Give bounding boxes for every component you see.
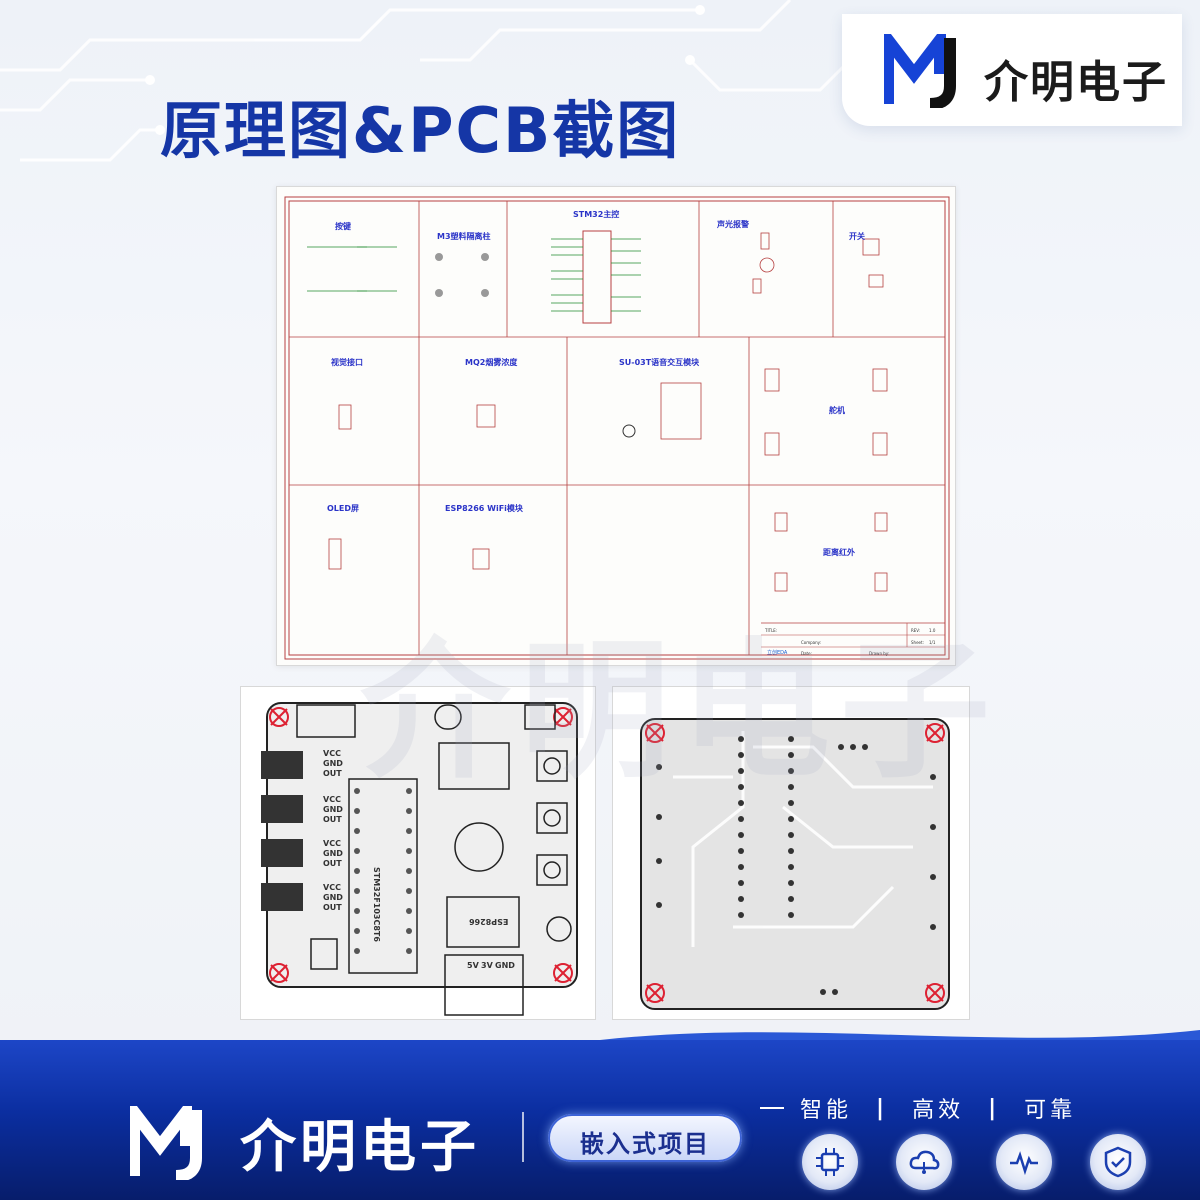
shield-check-icon — [1090, 1134, 1146, 1190]
section-label: SU-03T语音交互模块 — [619, 358, 700, 367]
mj-logo-icon — [884, 34, 956, 108]
pcb-bottom-layer-image — [612, 686, 970, 1020]
section-label: 舵机 — [829, 406, 845, 415]
section-label: ESP8266 WiFi模块 — [445, 504, 523, 513]
section-label: 按键 — [335, 222, 351, 231]
tagline-item: 智能 — [800, 1098, 853, 1123]
section-label: MQ2烟雾浓度 — [465, 358, 518, 367]
embedded-project-badge: 嵌入式项目 — [548, 1114, 742, 1162]
svg-text:REV:: REV: — [911, 628, 920, 633]
pin-label: OUT — [323, 769, 342, 778]
power-label: 5V — [467, 961, 479, 970]
pin-label: GND — [323, 893, 343, 902]
tagline-item: 高效 — [912, 1098, 965, 1123]
mcu-label: STM32F103C8T6 — [372, 867, 381, 942]
pulse-icon — [996, 1134, 1052, 1190]
circuit-decoration — [0, 0, 852, 162]
pin-label: VCC — [323, 749, 341, 758]
pin-label: GND — [323, 759, 343, 768]
chip-icon — [802, 1134, 858, 1190]
schematic-image: TITLE: Company: Date: Drawn by: REV: 1.0… — [276, 186, 956, 666]
power-label: 3V — [481, 961, 493, 970]
title-block-title: TITLE: — [764, 628, 777, 633]
footer-brand-name: 介明电子 — [240, 1115, 480, 1180]
svg-text:1/1: 1/1 — [929, 640, 936, 645]
pin-label: GND — [323, 805, 343, 814]
section-label: STM32主控 — [573, 210, 620, 219]
section-label: OLED屏 — [327, 504, 360, 513]
footer-banner: 介明电子 嵌入式项目 智能 | 高效 | 可靠 — [0, 1040, 1200, 1200]
tagline-item: 可靠 — [1024, 1098, 1077, 1123]
svg-text:Date:: Date: — [801, 651, 812, 656]
brand-name: 介明电子 — [984, 57, 1168, 108]
pin-label: VCC — [323, 883, 341, 892]
pin-label: OUT — [323, 815, 342, 824]
section-label: 距离红外 — [823, 548, 855, 557]
brand-logo-header: 介明电子 — [842, 14, 1182, 126]
section-label: M3塑料隔离柱 — [437, 232, 491, 241]
pcb-top-layer-image: VCC GND OUT VCC GND OUT VCC GND OUT VCC … — [240, 686, 596, 1020]
pin-label: VCC — [323, 795, 341, 804]
pin-label: OUT — [323, 903, 342, 912]
footer-divider — [522, 1112, 524, 1162]
svg-text:立创EDA: 立创EDA — [767, 649, 788, 656]
section-label: 声光报警 — [717, 220, 749, 229]
pin-label: VCC — [323, 839, 341, 848]
power-label: GND — [495, 961, 515, 970]
wifi-module-label: ESP8266 — [469, 917, 509, 926]
pin-label: GND — [323, 849, 343, 858]
badge-label: 嵌入式项目 — [580, 1130, 710, 1158]
mj-logo-icon-footer — [130, 1106, 202, 1180]
svg-text:Company:: Company: — [801, 640, 821, 645]
pin-label: OUT — [323, 859, 342, 868]
section-label: 视觉接口 — [331, 358, 363, 367]
cloud-icon — [896, 1134, 952, 1190]
tagline: 智能 | 高效 | 可靠 — [760, 1090, 1180, 1126]
section-label: 开关 — [849, 232, 865, 241]
page-title: 原理图&PCB截图 — [160, 94, 681, 167]
svg-text:Drawn by:: Drawn by: — [869, 651, 889, 656]
svg-text:1.0: 1.0 — [929, 628, 936, 633]
svg-text:Sheet:: Sheet: — [911, 640, 924, 645]
